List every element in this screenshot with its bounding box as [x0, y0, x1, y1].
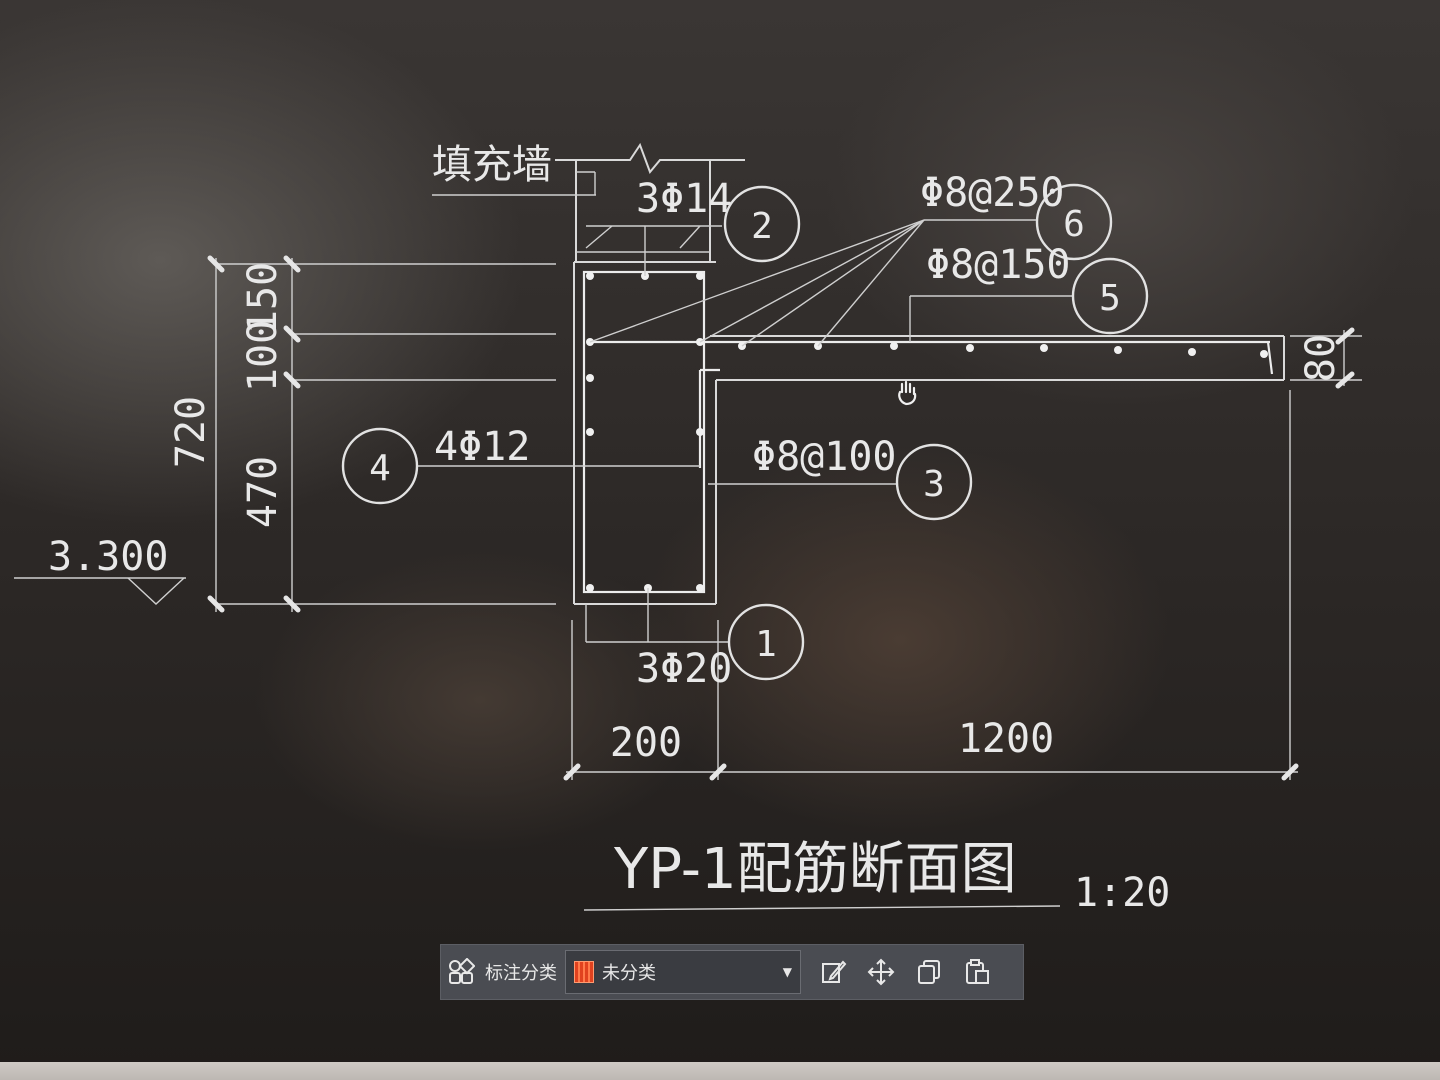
svg-text:5: 5 — [1099, 278, 1121, 319]
dim-canopy-length: 1200 — [958, 716, 1054, 762]
callout-5: 5 — [1071, 257, 1149, 335]
toolbar-actions — [809, 952, 1001, 992]
top-bars-label: 3Φ14 — [636, 176, 732, 222]
slab-dist-label: Φ8@250 — [920, 170, 1065, 216]
svg-text:1: 1 — [755, 624, 777, 665]
rebar-cage — [576, 251, 1274, 594]
dim-slab-thickness: 80 — [1298, 334, 1344, 382]
horizontal-dimensions — [563, 390, 1299, 781]
dim-height-bottom: 470 — [240, 456, 286, 528]
callout-4: 4 — [341, 427, 419, 505]
infill-wall-label: 填充墙 — [432, 142, 552, 188]
drawing-scale: 1:20 — [1074, 870, 1170, 916]
elevation-mark — [14, 577, 186, 605]
dim-height-top: 100 — [240, 320, 286, 392]
leader-lines — [418, 219, 1074, 643]
edit-icon[interactable] — [809, 952, 857, 992]
callout-3: 3 — [895, 443, 973, 521]
svg-text:3: 3 — [923, 464, 945, 505]
dim-height-total: 720 — [168, 396, 214, 468]
dim-beam-width: 200 — [610, 720, 682, 766]
canopy-slab-outline — [710, 335, 1285, 381]
grid-icon[interactable] — [441, 952, 481, 992]
status-strip — [0, 1062, 1440, 1080]
callout-6: 6 — [1035, 183, 1113, 261]
stirrups-label: Φ8@100 — [752, 434, 897, 480]
chevron-down-icon: ▼ — [782, 965, 792, 979]
category-label: 标注分类 — [485, 963, 557, 984]
callout-2: 2 — [723, 185, 801, 263]
elevation-label: 3.300 — [48, 534, 168, 580]
side-bars-label: 4Φ12 — [434, 424, 530, 470]
paste-icon[interactable] — [953, 952, 1001, 992]
copy-icon[interactable] — [905, 952, 953, 992]
svg-text:4: 4 — [369, 448, 391, 489]
svg-text:6: 6 — [1063, 204, 1085, 245]
infill-wall — [432, 142, 745, 262]
bottom-bars-label: 3Φ20 — [636, 646, 732, 692]
vertical-dimensions — [207, 255, 556, 613]
beam-outline — [573, 261, 717, 605]
callout-1: 1 — [727, 603, 805, 681]
slab-top-label: Φ8@150 — [926, 242, 1071, 288]
svg-text:2: 2 — [751, 206, 773, 247]
category-dropdown[interactable]: 未分类 ▼ — [565, 950, 801, 994]
hand-cursor-icon — [898, 380, 917, 406]
category-color-swatch — [574, 961, 594, 983]
category-value: 未分类 — [602, 963, 656, 984]
dim-height-mid: 150 — [240, 262, 286, 334]
move-icon[interactable] — [857, 952, 905, 992]
slab-thickness-dimension — [1290, 327, 1362, 389]
annotation-toolbar: 标注分类 未分类 ▼ — [440, 944, 1024, 1000]
rebar-dots — [586, 272, 1268, 592]
drawing-title: YP-1配筋断面图 — [613, 837, 1017, 902]
title-underline — [583, 905, 1061, 911]
